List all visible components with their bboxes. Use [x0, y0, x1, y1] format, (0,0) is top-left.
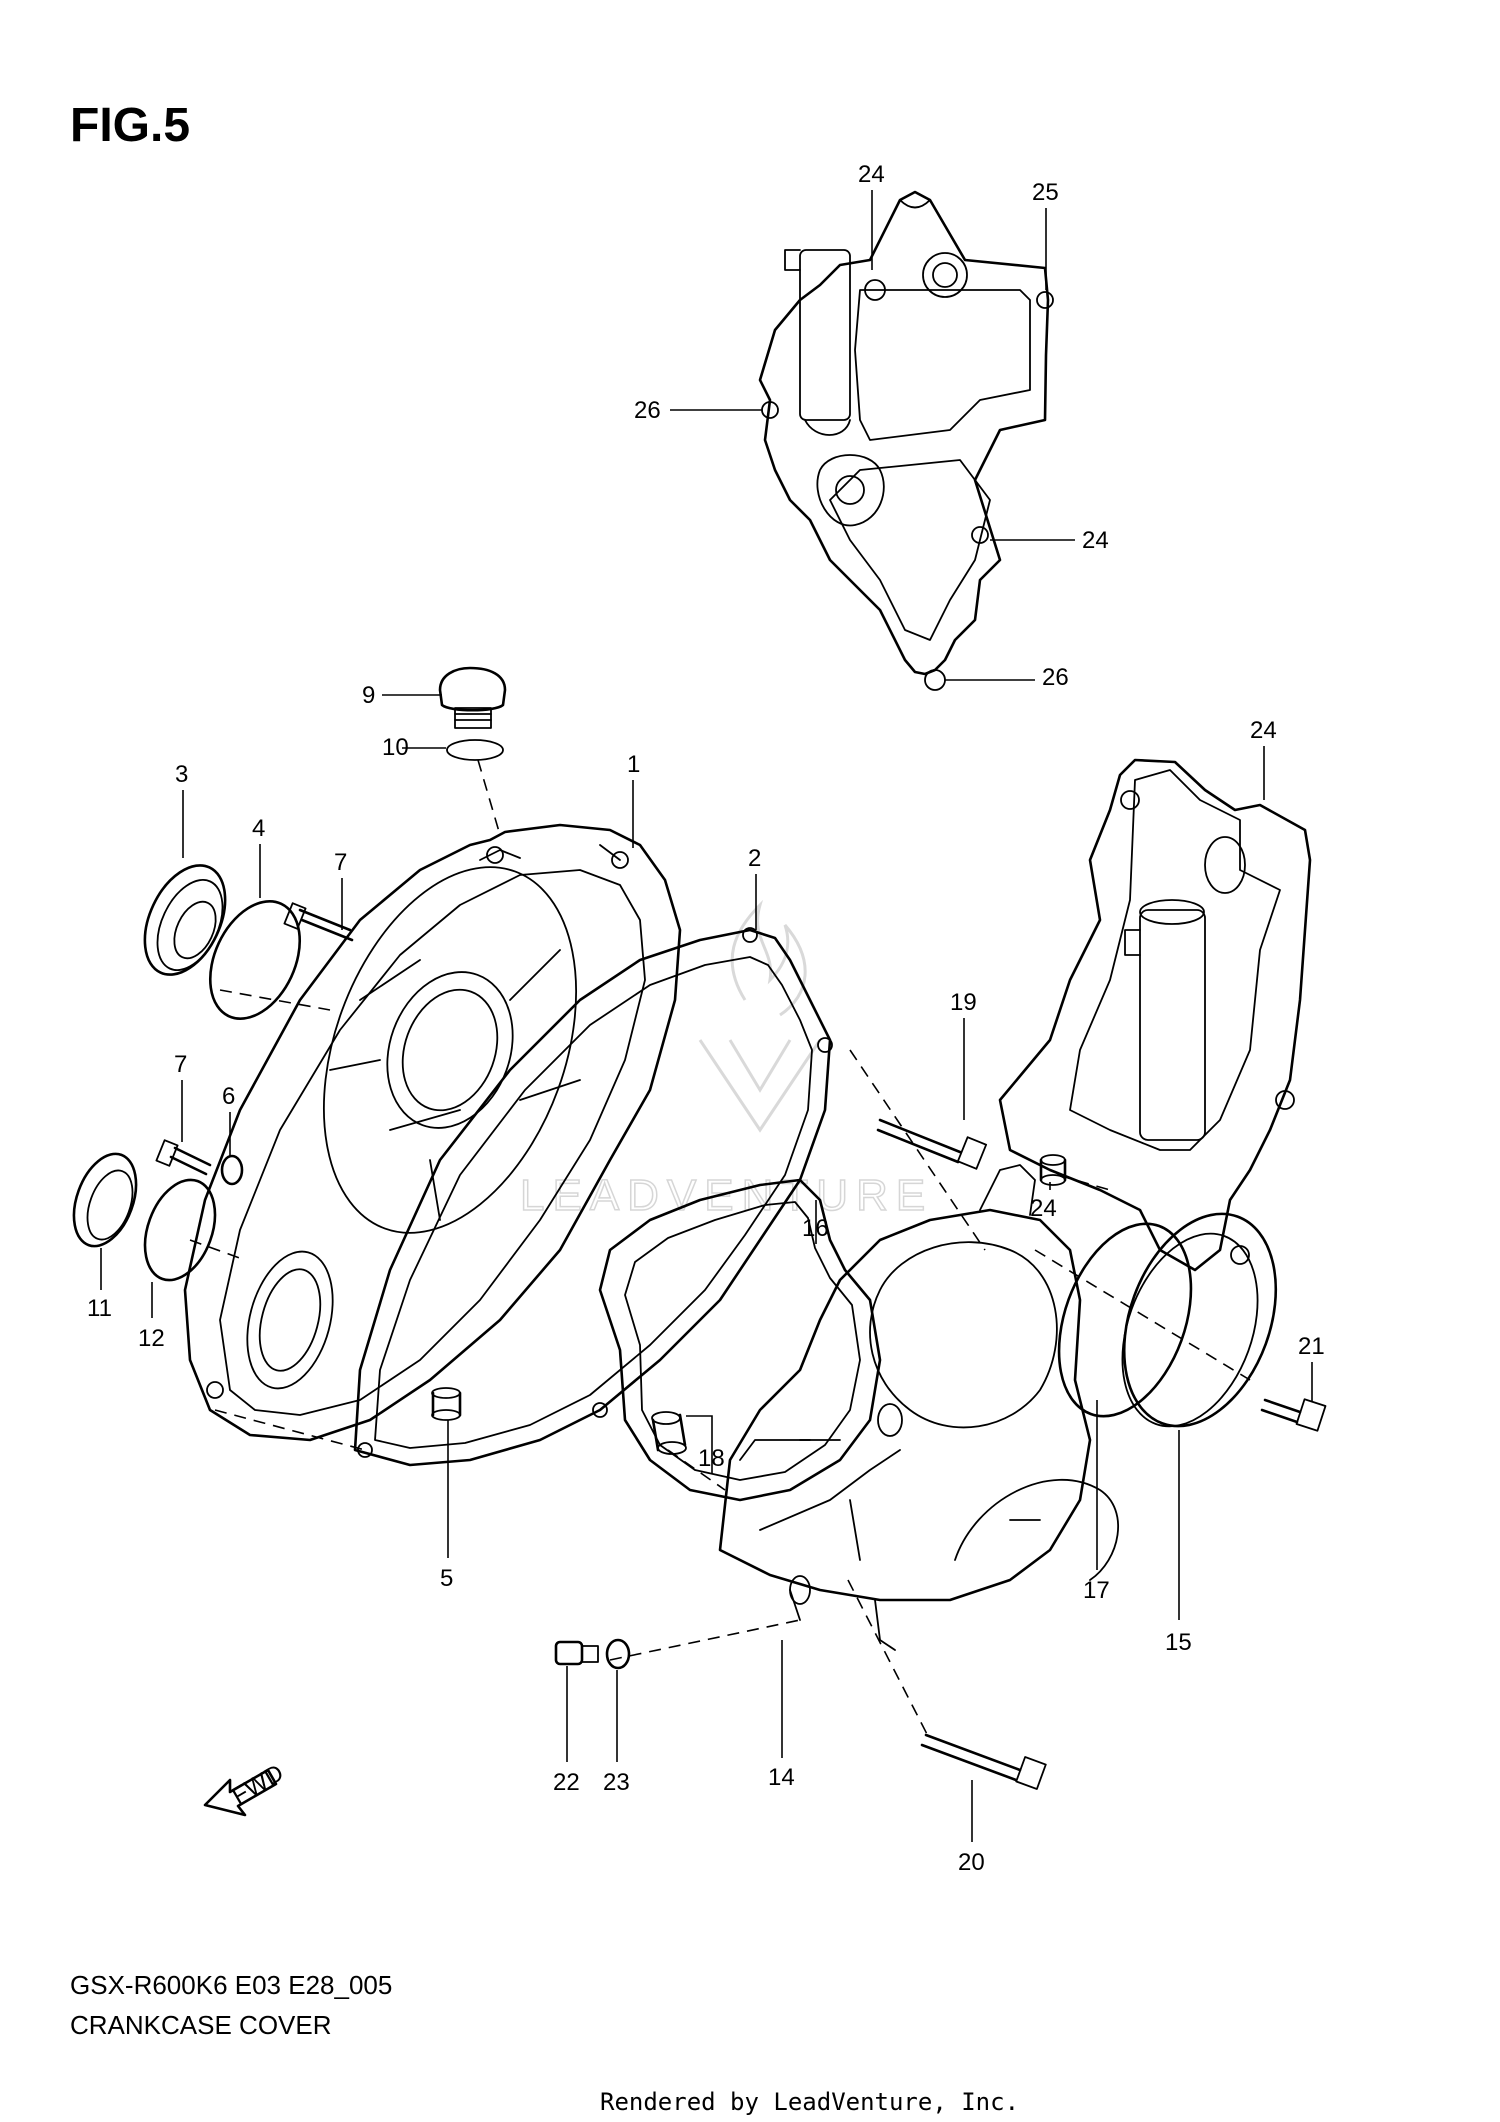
- model-code: GSX-R600K6 E03 E28_005: [70, 1970, 393, 2000]
- callout-25: 25: [1032, 179, 1059, 206]
- callout-labels: 24 25 26 24 26 9 10 1 2 3 4 7 7 6 11 12 …: [87, 161, 1325, 1876]
- dowel-pin-16: [651, 1411, 687, 1455]
- footer-credit: Rendered by LeadVenture, Inc.: [600, 2088, 1020, 2116]
- callout-7: 7: [334, 849, 347, 876]
- callout-20: 22: [553, 1769, 580, 1796]
- callout-2: 2: [748, 845, 761, 872]
- section-name: CRANKCASE COVER: [70, 2010, 332, 2040]
- callout-22: 24: [1250, 717, 1277, 744]
- callout-15: 17: [1083, 1577, 1110, 1604]
- callout-1: 1: [627, 751, 640, 778]
- clutch-cover: [183, 823, 682, 1442]
- callout-10: 11: [87, 1295, 112, 1322]
- callout-7: 7: [174, 1051, 187, 1078]
- watermark-logo: LEADVENTURE: [519, 899, 926, 1221]
- bolt-17: [876, 1118, 988, 1170]
- callout-17: 19: [950, 989, 977, 1016]
- oil-seal-cover-3: [143, 864, 227, 976]
- callout-5: 5: [440, 1565, 453, 1592]
- washer-6: [220, 1154, 244, 1186]
- callout-25: 26: [1042, 664, 1069, 691]
- callout-8: 9: [362, 682, 375, 709]
- crankcase-upper-cover-22: [998, 758, 1312, 1272]
- callout-24: 24: [858, 161, 885, 188]
- callout-3: 3: [175, 761, 188, 788]
- forward-direction-arrow: FWD: [203, 1759, 288, 1817]
- callout-21: 23: [603, 1769, 630, 1796]
- oil-filler-cap: [438, 666, 507, 761]
- callout-19: 21: [1298, 1333, 1325, 1360]
- generator-cover: [718, 1164, 1120, 1651]
- o-ring-11: [143, 1178, 217, 1282]
- bolt-18: [920, 1733, 1047, 1790]
- callout-26: 26: [634, 397, 661, 424]
- bolt-7-lower: [155, 1139, 212, 1176]
- generator-cover-gasket: [598, 1178, 882, 1502]
- callout-18: 20: [958, 1849, 985, 1876]
- alignment-lines: [189, 759, 1251, 1741]
- callout-11: 12: [138, 1325, 165, 1352]
- sprocket-cover: [758, 190, 1054, 691]
- washer-21: [605, 1638, 631, 1670]
- callout-4: 4: [252, 815, 265, 842]
- callout-24: 24: [1082, 527, 1109, 554]
- figure-title: FIG.5: [70, 99, 191, 152]
- dowel-pin-5: [431, 1387, 462, 1421]
- callout-12: 14: [768, 1764, 795, 1791]
- callout-23: 24: [1030, 1195, 1057, 1222]
- oil-seal-cover-10: [72, 1152, 138, 1248]
- callout-13: 15: [1165, 1629, 1192, 1656]
- o-ring-15: [1057, 1222, 1193, 1418]
- starter-idle-cover-13: [1121, 1212, 1278, 1428]
- clutch-cover-gasket: [353, 927, 833, 1467]
- bolt-19: [1260, 1398, 1327, 1432]
- fwd-label: FWD: [227, 1759, 288, 1810]
- bolt-20: [554, 1640, 599, 1666]
- callout-6: 6: [222, 1083, 235, 1110]
- o-ring-4: [208, 900, 302, 1020]
